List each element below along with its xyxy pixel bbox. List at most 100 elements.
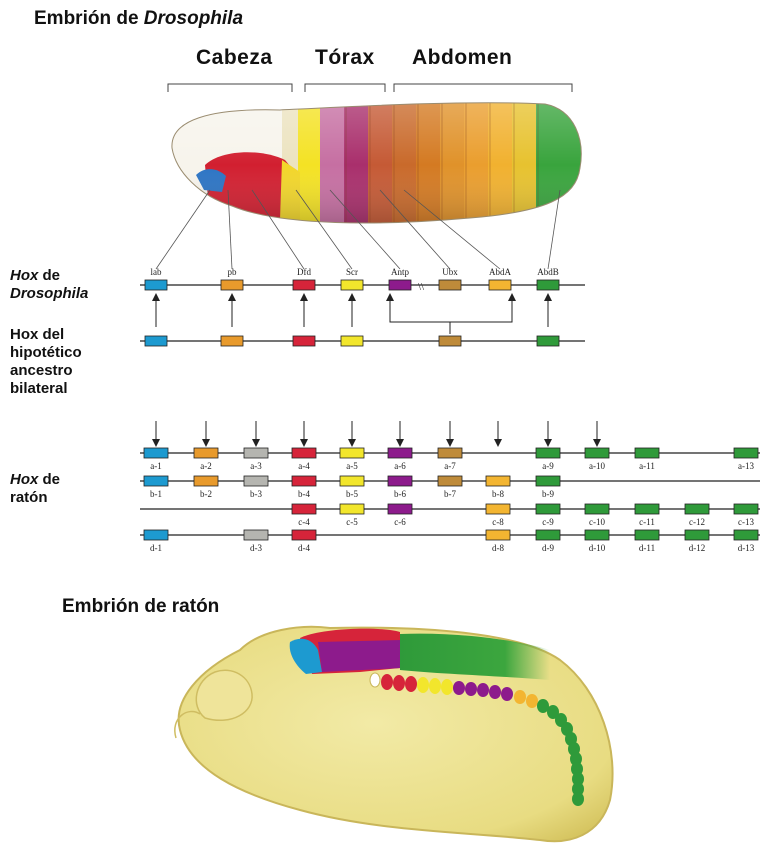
mouse-gene-box bbox=[635, 530, 659, 540]
mouse-gene-label: d-11 bbox=[639, 543, 655, 553]
mouse-gene-box bbox=[292, 504, 316, 514]
mouse-gene-box bbox=[585, 530, 609, 540]
mouse-gene-box bbox=[685, 504, 709, 514]
mouse-gene-label: c-4 bbox=[298, 517, 310, 527]
mouse-gene-box bbox=[340, 448, 364, 458]
fly-body-connector bbox=[252, 190, 304, 269]
mouse-embryo-illustration bbox=[0, 610, 765, 850]
ubx-split-arrow bbox=[450, 297, 512, 322]
fly-gene-box bbox=[439, 280, 461, 290]
fly-body-connector bbox=[330, 190, 400, 269]
fly-body-connector bbox=[548, 190, 560, 269]
fly-body-connector bbox=[228, 190, 232, 269]
mouse-gene-label: d-10 bbox=[589, 543, 606, 553]
mouse-gene-box bbox=[292, 530, 316, 540]
mouse-gene-label: a-11 bbox=[639, 461, 655, 471]
mouse-gene-box bbox=[144, 530, 168, 540]
mouse-gene-box bbox=[340, 504, 364, 514]
mouse-gene-box bbox=[734, 530, 758, 540]
mouse-gene-label: d-9 bbox=[542, 543, 554, 553]
ancestor-gene-box bbox=[145, 336, 167, 346]
mouse-gene-box bbox=[536, 504, 560, 514]
ancestor-gene-box bbox=[341, 336, 363, 346]
mouse-gene-box bbox=[194, 476, 218, 486]
mouse-gene-label: b-7 bbox=[444, 489, 456, 499]
mouse-gene-box bbox=[585, 504, 609, 514]
fly-gene-label: AbdA bbox=[489, 267, 511, 277]
fly-gene-box bbox=[537, 280, 559, 290]
mouse-gene-label: d-8 bbox=[492, 543, 504, 553]
mouse-gene-box bbox=[244, 448, 268, 458]
ancestor-gene-box bbox=[221, 336, 243, 346]
fly-body-connector bbox=[404, 190, 500, 269]
mouse-gene-label: c-10 bbox=[589, 517, 605, 527]
ubx-split-arrow bbox=[390, 297, 450, 334]
mouse-gene-label: d-13 bbox=[738, 543, 755, 553]
mouse-gene-label: b-3 bbox=[250, 489, 262, 499]
fly-body-connector bbox=[380, 190, 450, 269]
fly-body-connector bbox=[296, 190, 352, 269]
mouse-gene-box bbox=[635, 448, 659, 458]
mouse-gene-box bbox=[536, 530, 560, 540]
fly-gene-box bbox=[389, 280, 411, 290]
mouse-gene-label: b-8 bbox=[492, 489, 504, 499]
fly-gene-label: Ubx bbox=[442, 267, 458, 277]
mouse-gene-label: c-9 bbox=[542, 517, 554, 527]
mouse-gene-box bbox=[685, 530, 709, 540]
mouse-gene-label: a-10 bbox=[589, 461, 605, 471]
mouse-gene-box bbox=[144, 476, 168, 486]
mouse-gene-label: a-2 bbox=[200, 461, 212, 471]
fly-gene-box bbox=[341, 280, 363, 290]
mouse-gene-box bbox=[388, 448, 412, 458]
mouse-gene-label: a-5 bbox=[346, 461, 358, 471]
mouse-gene-label: c-6 bbox=[394, 517, 406, 527]
mouse-gene-label: d-3 bbox=[250, 543, 262, 553]
ancestor-gene-box bbox=[439, 336, 461, 346]
mouse-gene-label: b-9 bbox=[542, 489, 554, 499]
hox-gene-diagram: \\ labpbDfdScrAntpUbxAbdAAbdB a-1a-2a-3a… bbox=[0, 0, 765, 575]
mouse-gene-label: a-7 bbox=[444, 461, 456, 471]
mouse-gene-label: b-5 bbox=[346, 489, 358, 499]
mouse-gene-label: b-2 bbox=[200, 489, 212, 499]
mouse-gene-box bbox=[536, 448, 560, 458]
fly-gene-label: lab bbox=[151, 267, 162, 277]
mouse-gene-label: a-4 bbox=[298, 461, 310, 471]
fly-gene-label: Dfd bbox=[297, 267, 311, 277]
fly-gene-box bbox=[221, 280, 243, 290]
mouse-gene-box bbox=[244, 476, 268, 486]
fly-gene-label: AbdB bbox=[537, 267, 559, 277]
mouse-gene-label: a-13 bbox=[738, 461, 754, 471]
mouse-gene-box bbox=[292, 448, 316, 458]
fly-gene-box bbox=[293, 280, 315, 290]
mouse-gene-box bbox=[585, 448, 609, 458]
mouse-gene-label: c-5 bbox=[346, 517, 358, 527]
mouse-gene-label: a-6 bbox=[394, 461, 406, 471]
mouse-gene-box bbox=[635, 504, 659, 514]
fly-gene-label: Scr bbox=[346, 267, 358, 277]
mouse-gene-box bbox=[244, 530, 268, 540]
mouse-gene-box bbox=[486, 476, 510, 486]
ancestor-gene-box bbox=[293, 336, 315, 346]
mouse-gene-label: c-11 bbox=[639, 517, 655, 527]
mouse-gene-box bbox=[438, 448, 462, 458]
fly-body-connector bbox=[156, 190, 210, 269]
mouse-gene-box bbox=[536, 476, 560, 486]
mouse-gene-box bbox=[388, 504, 412, 514]
mouse-gene-box bbox=[340, 476, 364, 486]
mouse-gene-box bbox=[144, 448, 168, 458]
mouse-gene-label: c-12 bbox=[689, 517, 705, 527]
mouse-gene-box bbox=[734, 448, 758, 458]
mouse-gene-label: b-6 bbox=[394, 489, 406, 499]
mouse-gene-label: b-4 bbox=[298, 489, 310, 499]
fly-gene-label: pb bbox=[228, 267, 238, 277]
mouse-gene-label: c-13 bbox=[738, 517, 754, 527]
mouse-gene-label: d-4 bbox=[298, 543, 310, 553]
mouse-gene-label: d-12 bbox=[689, 543, 706, 553]
mouse-gene-box bbox=[734, 504, 758, 514]
mouse-gene-label: a-1 bbox=[150, 461, 162, 471]
mouse-gene-box bbox=[438, 476, 462, 486]
mouse-gene-box bbox=[486, 530, 510, 540]
mouse-gene-label: a-3 bbox=[250, 461, 262, 471]
